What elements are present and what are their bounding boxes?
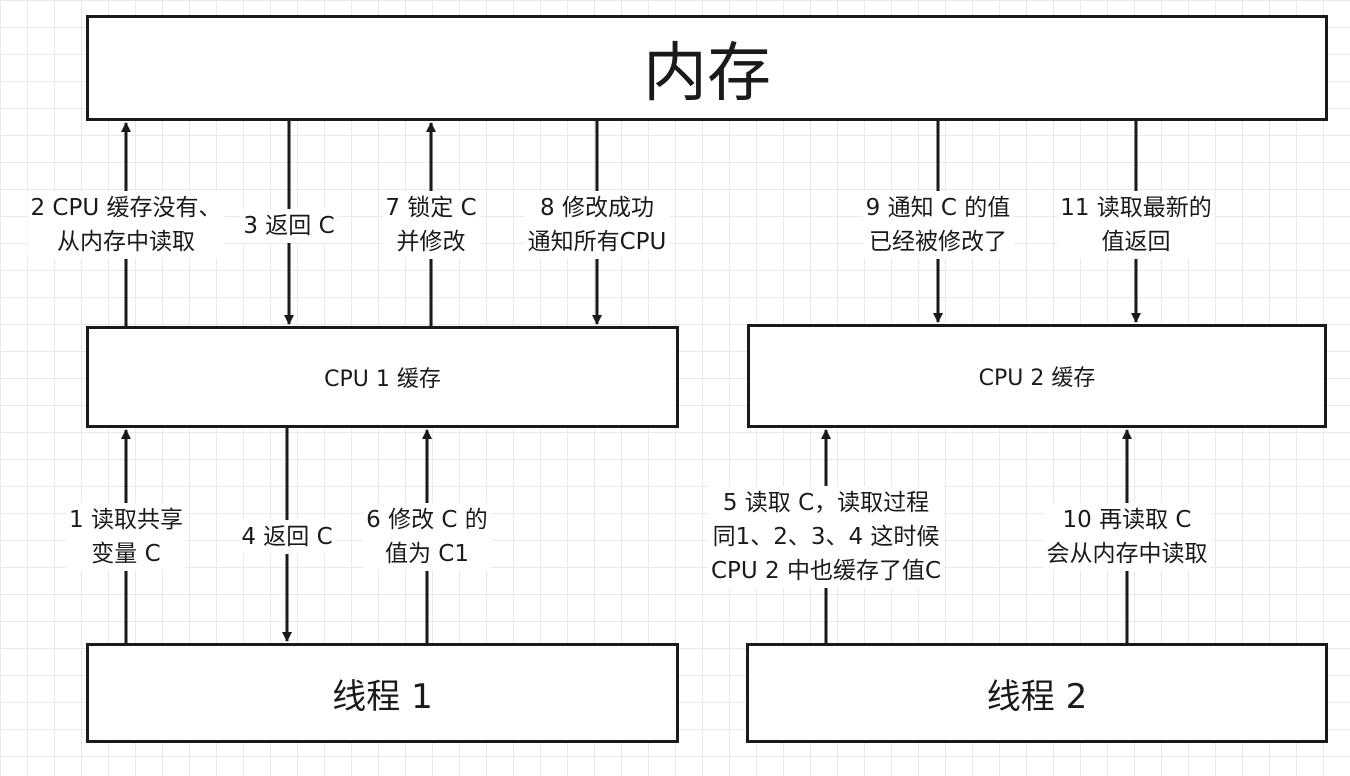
step4-label: 4 返回 C [238, 520, 336, 554]
step-label-line: 1 读取共享 [69, 507, 183, 533]
step-label-line: 通知所有CPU [527, 229, 667, 255]
step-label-line: 3 返回 C [243, 213, 335, 239]
step-label-line: 值返回 [1101, 229, 1171, 255]
step10-label: 10 再读取 C 会从内存中读取 [1043, 503, 1211, 571]
step-label-line: CPU 2 中也缓存了值C [710, 558, 942, 584]
step-label-line: 5 读取 C，读取过程 [722, 490, 930, 516]
thread2-box: 线程 2 [746, 643, 1328, 743]
step-label-line: 已经被修改了 [868, 229, 1007, 255]
step9-label: 9 通知 C 的值已经被修改了 [862, 191, 1014, 259]
cpu1-cache-box: CPU 1 缓存 [86, 326, 679, 428]
step-label-line: 值为 C1 [384, 541, 470, 567]
step6-label: 6 修改 C 的值为 C1 [363, 503, 491, 571]
cpu2-cache-label: CPU 2 缓存 [978, 366, 1096, 391]
step3-label: 3 返回 C [240, 209, 338, 243]
step8-label: 8 修改成功通知所有CPU [524, 191, 670, 259]
step11-label: 11 读取最新的值返回 [1057, 191, 1215, 259]
step-label-line: 6 修改 C 的 [366, 507, 488, 533]
step-label-line: 4 返回 C [241, 524, 333, 550]
step-label-line: 10 再读取 C [1062, 507, 1192, 533]
step-label-line: 从内存中读取 [57, 229, 195, 255]
step-label-line: 11 读取最新的 [1060, 195, 1212, 221]
step-label-line: 同1、2、3、4 这时候 [712, 524, 940, 550]
cpu1-cache-label: CPU 1 缓存 [324, 367, 441, 392]
thread2-label: 线程 2 [986, 676, 1088, 717]
step-label-line: 7 锁定 C [385, 195, 477, 221]
memory-label: 内存 [643, 37, 771, 111]
step-label-line: 2 CPU 缓存没有、 [30, 195, 222, 221]
thread1-label: 线程 1 [332, 676, 433, 717]
step-label-line: 并修改 [396, 229, 466, 255]
step5-label: 5 读取 C，读取过程同1、2、3、4 这时候 CPU 2 中也缓存了值C [707, 486, 945, 588]
step-label-line: 9 通知 C 的值 [865, 195, 1011, 221]
step-label-line: 变量 C [91, 541, 161, 567]
memory-box: 内存 [86, 15, 1328, 121]
step-label-line: 8 修改成功 [540, 195, 654, 221]
step2-label: 2 CPU 缓存没有、从内存中读取 [27, 191, 225, 259]
step-label-line: 会从内存中读取 [1046, 541, 1208, 567]
step1-label: 1 读取共享变量 C [66, 503, 186, 571]
cpu2-cache-box: CPU 2 缓存 [747, 324, 1327, 428]
thread1-box: 线程 1 [86, 643, 679, 743]
step7-label: 7 锁定 C 并修改 [382, 191, 480, 259]
